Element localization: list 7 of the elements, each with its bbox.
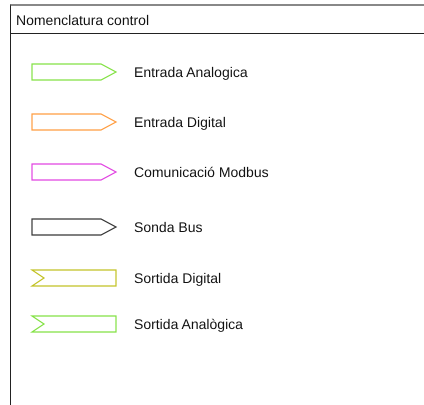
- legend-label: Sortida Digital: [134, 270, 222, 286]
- legend-label: Sortida Analògica: [134, 316, 243, 332]
- legend-label: Entrada Digital: [134, 114, 226, 130]
- legend-label: Comunicació Modbus: [134, 164, 269, 180]
- panel-title: Nomenclatura control: [15, 12, 150, 28]
- legend-label: Entrada Analogica: [134, 64, 248, 80]
- legend-label: Sonda Bus: [134, 219, 202, 235]
